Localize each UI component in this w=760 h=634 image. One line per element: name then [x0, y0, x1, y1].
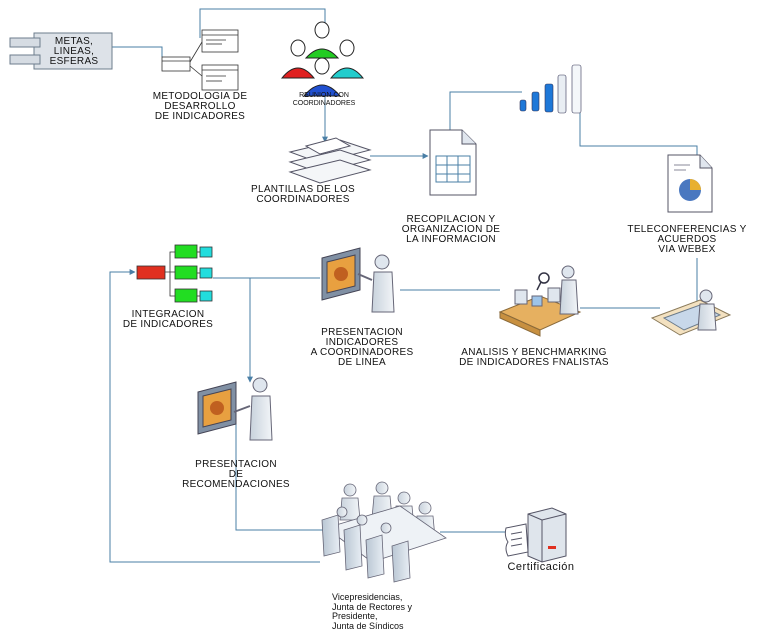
label-vicepresidencias: Vicepresidencias, Junta de Rectores y Pr… — [332, 592, 462, 631]
label-recopilacion: RECOPILACION Y ORGANIZACION DE LA INFORM… — [392, 215, 510, 245]
label-line: PRESENTACION — [195, 459, 277, 470]
label-line: METODOLOGIA DE — [152, 91, 248, 102]
benchmarking-workbench-icon — [498, 265, 582, 337]
label-integracion: INTEGRACION DE INDICADORES — [108, 310, 228, 330]
label-line: Junta de Rectores y — [332, 601, 413, 612]
line-feedback-loop — [109, 269, 320, 563]
label-line: DE — [228, 469, 244, 480]
line-metas-metodologia — [112, 46, 163, 57]
line-reunion-top — [199, 8, 326, 38]
conference-table-icon — [321, 481, 447, 583]
label-line: Junta de Síndicos — [332, 620, 404, 631]
label-line: PRESENTACION — [321, 327, 403, 338]
label-line: ACUERDOS — [657, 234, 717, 245]
label-line: LA INFORMACION — [406, 234, 496, 245]
line-recomendaciones-junta — [235, 420, 323, 531]
metas-component-icon — [9, 32, 113, 70]
integration-tree-icon — [136, 244, 213, 303]
recommendations-presenter-icon — [197, 377, 273, 441]
label-presentacion-recomendaciones: PRESENTACION DE RECOMENDACIONES — [176, 460, 296, 490]
webex-workstation-icon — [650, 289, 732, 336]
report-pie-icon — [667, 154, 713, 213]
label-line: A COORDINADORES — [310, 347, 414, 358]
label-line: DE INDICADORES — [122, 319, 214, 330]
label-line: ESFERAS — [49, 56, 99, 67]
label-line: REUNION CON — [299, 92, 349, 99]
label-line: DE INDICADORES — [154, 111, 246, 122]
label-line: RECOPILACION Y — [406, 214, 496, 225]
label-metodologia: METODOLOGIA DE DESARROLLO DE INDICADORES — [140, 92, 260, 122]
label-line: DE LINEA — [338, 357, 386, 368]
label-plantillas: PLANTILLAS DE LOS COORDINADORES — [238, 185, 368, 205]
server-certificate-icon — [504, 507, 567, 563]
label-metas: METAS, LINEAS, ESFERAS — [36, 37, 112, 67]
label-line: VIA WEBEX — [658, 244, 716, 255]
label-line: INDICADORES — [325, 337, 399, 348]
label-analisis: ANALISIS Y BENCHMARKING DE INDICADORES F… — [446, 348, 622, 368]
label-line: LINEAS, — [53, 46, 95, 57]
label-presentacion-indicadores: PRESENTACION INDICADORES A COORDINADORES… — [298, 328, 426, 368]
label-teleconferencias: TELECONFERENCIAS Y ACUERDOS VIA WEBEX — [618, 225, 756, 255]
spreadsheet-icon — [429, 129, 477, 196]
label-line: DESARROLLO — [164, 101, 236, 112]
label-line: Vicepresidencias, — [332, 592, 403, 602]
label-line: Presidente, — [332, 611, 378, 621]
presenter-board-icon — [321, 247, 395, 313]
label-reunion: REUNION CON COORDINADORES — [282, 92, 366, 108]
label-line: COORDINADORES — [292, 100, 356, 107]
label-line: TELECONFERENCIAS Y — [627, 224, 747, 235]
label-line: PLANTILLAS DE LOS — [250, 184, 356, 195]
label-line: INTEGRACION — [131, 309, 205, 320]
label-line: RECOMENDACIONES — [182, 479, 290, 490]
line-recopilacion-bars — [449, 91, 522, 140]
connectors — [109, 8, 700, 563]
label-line: COORDINADORES — [256, 194, 350, 205]
label-line: METAS, — [54, 36, 94, 47]
label-line: ANALISIS Y BENCHMARKING — [461, 347, 607, 358]
people-group-icon — [280, 21, 365, 97]
signal-bars-icon — [519, 64, 582, 114]
label-line: Certificación — [507, 561, 575, 573]
label-line: ORGANIZACION DE — [401, 224, 501, 235]
line-bars-teleconf — [579, 113, 698, 160]
label-certificacion: Certificación — [498, 561, 584, 573]
metodologia-diagram-icon — [161, 29, 239, 91]
plantillas-stack-icon — [288, 137, 372, 184]
label-line: DE INDICADORES FNALISTAS — [459, 357, 609, 368]
